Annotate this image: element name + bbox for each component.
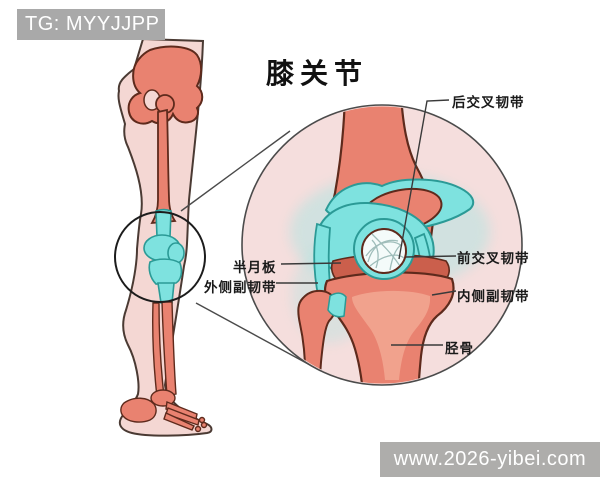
label-anterior-cruciate-ligament: 前交叉韧带: [457, 251, 530, 266]
femur-bone: [150, 108, 177, 225]
knee-detail-view: [290, 106, 490, 384]
label-meniscus: 半月板: [233, 260, 277, 275]
fibula-cartilage: [327, 292, 347, 318]
label-lateral-collateral-ligament: 外侧副韧带: [204, 280, 277, 295]
cruciate-fibers: [365, 233, 405, 271]
tibia-highlight: [352, 290, 431, 380]
label-pointer-lines: [276, 99, 457, 346]
label-posterior-cruciate-ligament: 后交叉韧带: [452, 95, 525, 110]
lower-leg-bones: [120, 301, 208, 433]
page-title: 膝关节: [266, 58, 369, 89]
magnifier-connector-lines: [180, 130, 322, 372]
knee-cartilage-highlight: [143, 208, 185, 304]
watermark-top-left: TG: MYYJJPP: [17, 9, 165, 40]
magnifier-circle-small: [114, 211, 206, 303]
label-tibia: 胫骨: [445, 341, 474, 356]
leg-illustration: [117, 37, 213, 437]
cruciate-ligament: [361, 228, 407, 274]
watermark-bottom-right: www.2026-yibei.com: [380, 442, 600, 477]
label-medial-collateral-ligament: 内侧副韧带: [457, 289, 530, 304]
